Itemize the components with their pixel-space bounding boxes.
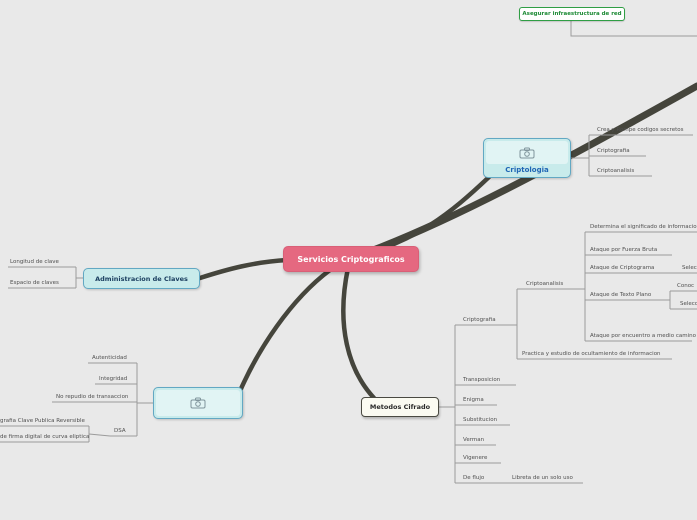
topic-autenticidad[interactable]: Autenticidad [92,355,127,361]
topic-texto-plano-child-1[interactable]: Conoc [677,283,695,289]
topic-espacio-de-claves[interactable]: Espacio de claves [10,280,59,286]
topic-transposicion[interactable]: Transposicion [463,377,501,383]
topic-ataque-criptograma[interactable]: Ataque de Criptograma [590,265,655,271]
topic-criptografia[interactable]: Criptografia [463,317,496,323]
node-administracion-label: Administracion de Claves [95,274,188,283]
topic-crea-y-rompe-codigos-secretos[interactable]: Crea y Rompe codigos secretos [597,127,684,133]
root-label: Servicios Criptograficos [297,254,405,264]
topic-criptograma-child[interactable]: Selec [682,265,697,271]
topic-firma-digital-curva-eliptica[interactable]: de firma digital de curva eliptica [0,434,90,440]
topic-de-flujo[interactable]: De flujo [463,475,485,481]
topic-determina-significado[interactable]: Determina el significado de informacio [590,224,697,230]
camera-icon [156,390,240,416]
node-metodos-cifrado[interactable]: Metodos Cifrado [361,397,439,417]
node-root-servicios-criptograficos[interactable]: Servicios Criptograficos [283,246,419,272]
topic-libreta-un-solo-uso[interactable]: Libreta de un solo uso [512,475,573,481]
topic-verman[interactable]: Verman [463,437,485,443]
topic-texto-plano-child-2[interactable]: Selecc [680,301,697,307]
topic-enigma[interactable]: Enigma [463,397,484,403]
topic-ataque-encuentro-medio-camino[interactable]: Ataque por encuentro a medio camino [590,333,696,339]
topic-practica-y-estudio[interactable]: Practica y estudio de ocultamiento de in… [522,351,661,357]
topic-longitud-de-clave[interactable]: Longitud de clave [10,259,59,265]
node-metodos-label: Metodos Cifrado [369,403,431,411]
node-asegurar-infraestructura[interactable]: Asegurar infraestructura de red [519,7,625,21]
topic-ataque-texto-plano[interactable]: Ataque de Texto Plano [590,292,652,298]
topic-vigenere[interactable]: Vigenere [463,455,488,461]
topic-dsa[interactable]: DSA [114,428,126,434]
camera-icon [486,141,568,164]
topic-substitucion[interactable]: Substitucion [463,417,498,423]
topic-clave-publica-reversible[interactable]: grafia Clave Publica Reversible [0,418,85,424]
topic-criptoanalisis[interactable]: Criptoanalisis [526,281,564,287]
topic-integridad[interactable]: Integridad [99,376,128,382]
node-firma-digital[interactable] [153,387,243,419]
node-asegurar-label: Asegurar infraestructura de red [522,11,622,17]
node-criptologia[interactable]: Criptologia [483,138,571,178]
topic-no-repudio-de-transaccion[interactable]: No repudio de transaccion [56,394,129,400]
node-criptologia-label: Criptologia [505,166,549,174]
topic-ataque-fuerza-bruta[interactable]: Ataque por Fuerza Bruta [590,247,658,253]
topic-criptoanalisis-rama[interactable]: Criptoanalisis [597,168,635,174]
topic-criptografia-rama[interactable]: Criptografia [597,148,630,154]
node-administracion-de-claves[interactable]: Administracion de Claves [83,268,200,289]
